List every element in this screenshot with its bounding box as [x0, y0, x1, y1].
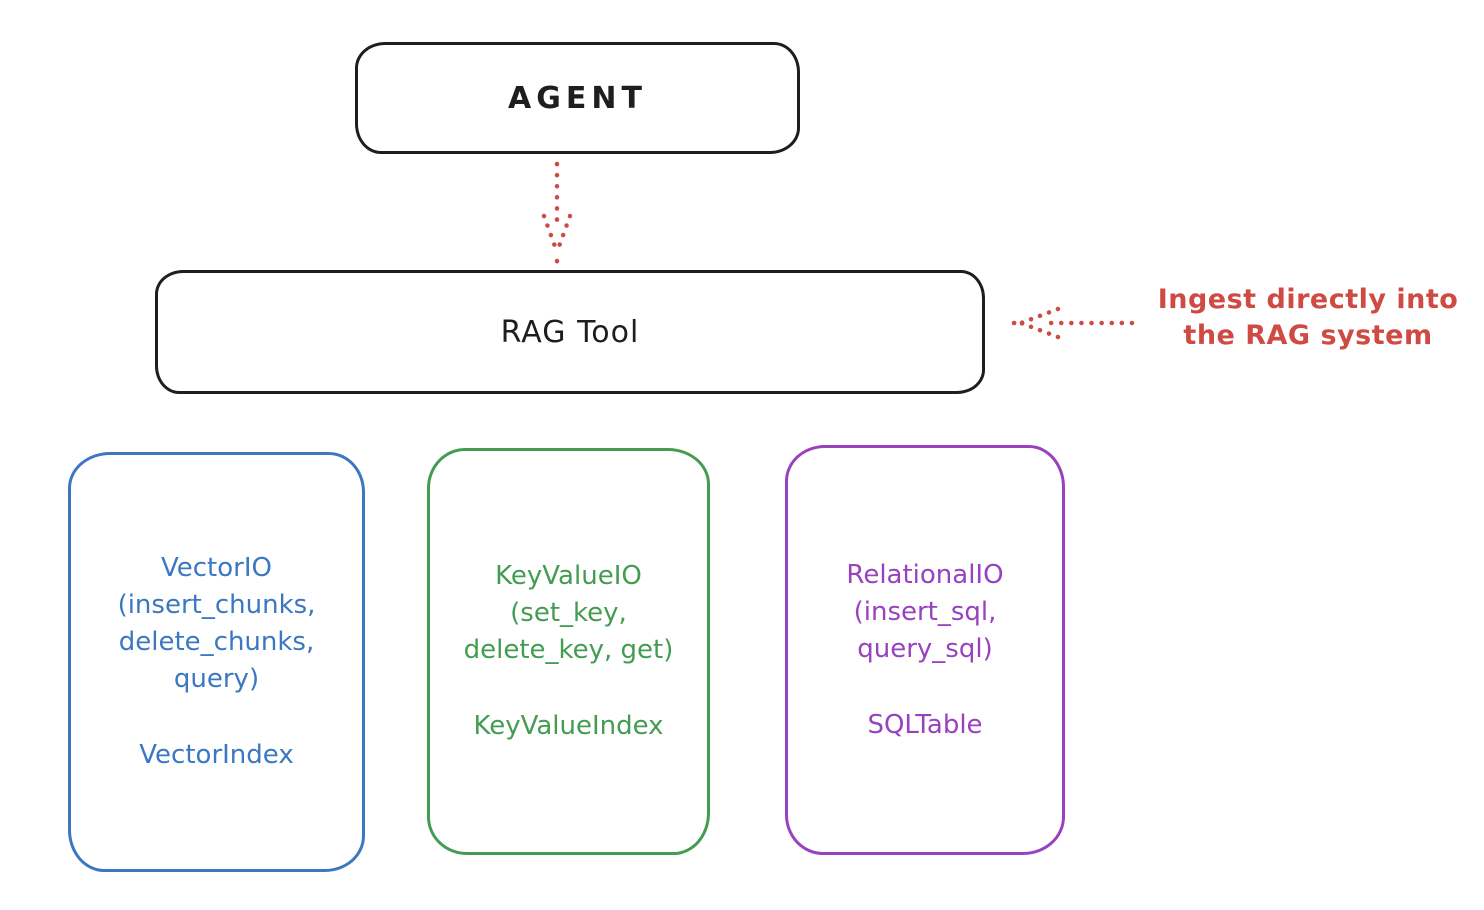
- backend-node-keyvalueio: KeyValueIO (set_key, delete_key, get) Ke…: [427, 448, 710, 855]
- vectorio-index-label: VectorIndex: [139, 740, 294, 770]
- backend-node-relationalio: RelationalIO (insert_sql, query_sql) SQL…: [785, 445, 1065, 855]
- rag-tool-node: RAG Tool: [155, 270, 985, 394]
- vectorio-params: VectorIO (insert_chunks, delete_chunks, …: [118, 550, 316, 698]
- backend-text-line: delete_chunks,: [118, 627, 315, 657]
- agent-node: AGENT: [355, 42, 800, 154]
- ingest-annotation-line: the RAG system: [1183, 320, 1433, 351]
- backend-text-line: KeyValueIO: [495, 561, 642, 591]
- relationalio-index-label: SQLTable: [867, 709, 983, 740]
- backend-text-line: query): [173, 664, 260, 694]
- backend-node-vectorio: VectorIO (insert_chunks, delete_chunks, …: [68, 452, 365, 872]
- backend-text-line: (insert_sql,: [853, 596, 997, 627]
- backend-text-line: (insert_chunks,: [117, 590, 316, 620]
- ingest-annotation-line: Ingest directly into: [1157, 284, 1459, 315]
- backend-text-line: delete_key, get): [463, 635, 674, 665]
- backend-text-line: (set_key,: [510, 598, 627, 628]
- backend-text-line: VectorIO: [161, 553, 272, 583]
- backend-text-line: query_sql): [857, 633, 993, 664]
- agent-to-ragtool-arrow: [541, 161, 573, 264]
- annotation-to-ragtool-arrow: [1011, 306, 1135, 340]
- agent-label: AGENT: [508, 80, 647, 116]
- backend-text-line: RelationalIO: [846, 559, 1004, 590]
- keyvalueio-params: KeyValueIO (set_key, delete_key, get): [464, 558, 674, 669]
- ingest-annotation: Ingest directly into the RAG system: [1138, 282, 1478, 354]
- keyvalueio-index-label: KeyValueIndex: [473, 711, 664, 741]
- rag-tool-label: RAG Tool: [500, 314, 640, 350]
- relationalio-params: RelationalIO (insert_sql, query_sql): [846, 557, 1003, 668]
